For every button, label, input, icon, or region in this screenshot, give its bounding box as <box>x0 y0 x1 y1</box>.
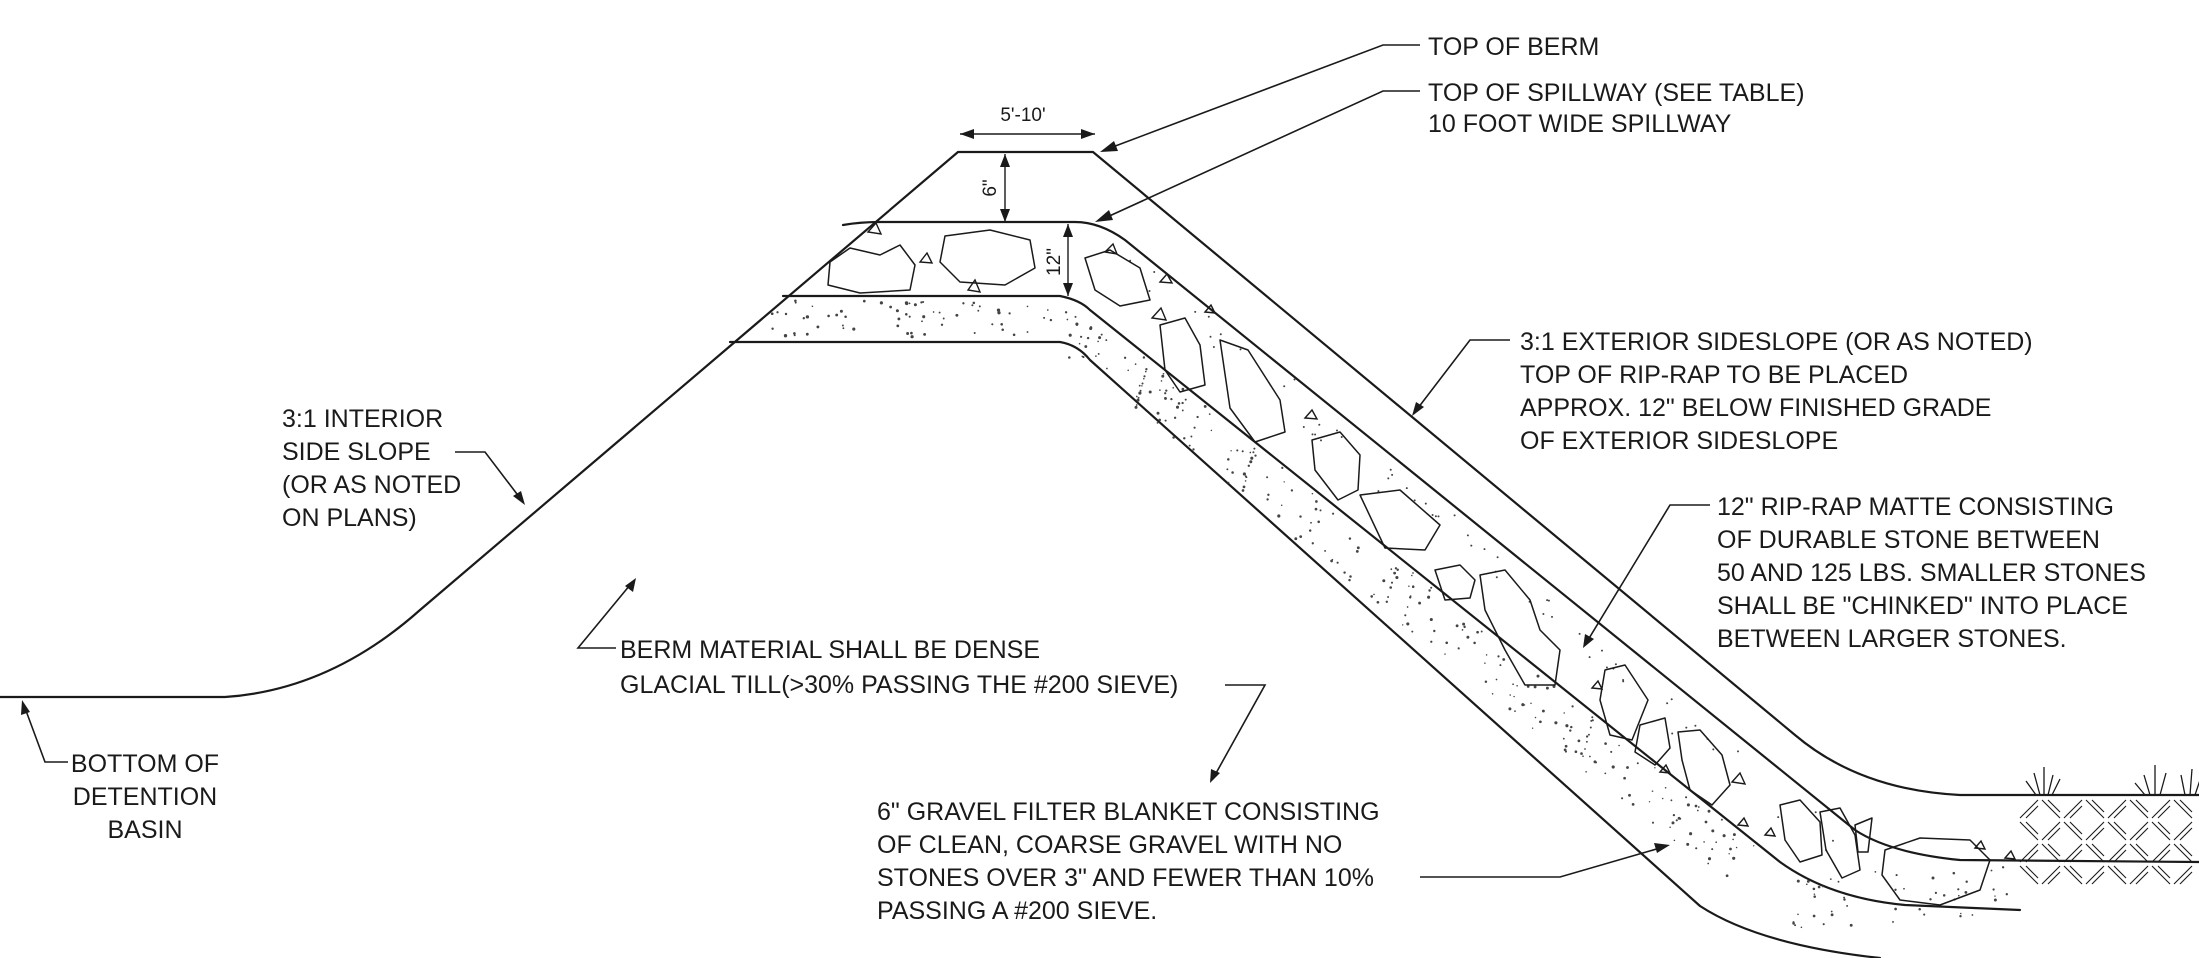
grass-tufts <box>2025 765 2199 796</box>
callout-line: BERM MATERIAL SHALL BE DENSE <box>620 636 1040 664</box>
callout-line: TOP OF BERM <box>1428 33 1599 61</box>
callout-exterior-slope: 3:1 EXTERIOR SIDESLOPE (OR AS NOTED) TOP… <box>1520 328 2033 455</box>
callout-interior-slope: 3:1 INTERIOR SIDE SLOPE (OR AS NOTED ON … <box>282 405 461 532</box>
callout-line: SHALL BE "CHINKED" INTO PLACE <box>1717 592 2128 620</box>
stone <box>1677 729 1731 806</box>
riprap-depth-label: 12" <box>1044 248 1065 276</box>
callout-line: 10 FOOT WIDE SPILLWAY <box>1428 110 1732 138</box>
callout-riprap-matte: 12" RIP-RAP MATTE CONSISTING OF DURABLE … <box>1717 493 2146 653</box>
callout-line: GLACIAL TILL(>30% PASSING THE #200 SIEVE… <box>620 671 1178 699</box>
callout-line: SIDE SLOPE <box>282 438 431 466</box>
riprap-chink-fragments <box>866 221 2017 860</box>
callout-line: TOP OF RIP-RAP TO BE PLACED <box>1520 361 1908 389</box>
callout-line: BOTTOM OF <box>71 750 219 778</box>
callout-line: 3:1 INTERIOR <box>282 405 443 433</box>
crest-width-label: 5'-10' <box>1000 105 1045 126</box>
stone <box>1779 799 1823 863</box>
stone <box>1634 717 1671 766</box>
callout-top-of-spillway: TOP OF SPILLWAY (SEE TABLE) 10 FOOT WIDE… <box>1428 79 1805 138</box>
berm-profile <box>0 150 2199 958</box>
callout-line: 12" RIP-RAP MATTE CONSISTING <box>1717 493 2114 521</box>
finished-grade-line <box>0 150 2199 797</box>
stone <box>1159 317 1206 393</box>
filter-bottom-line <box>728 340 1882 958</box>
callout-line: TOP OF SPILLWAY (SEE TABLE) <box>1428 79 1805 107</box>
stone <box>1084 249 1151 307</box>
callout-line: (OR AS NOTED <box>282 471 461 499</box>
stone <box>1599 664 1649 741</box>
callout-line: OF DURABLE STONE BETWEEN <box>1717 526 2100 554</box>
stone <box>1819 807 1861 879</box>
crest-width-dimension: 5'-10' <box>960 105 1095 139</box>
native-ground-hatch <box>2019 799 2193 885</box>
cap-depth-dimension: 6" <box>980 154 1010 222</box>
callout-line: OF EXTERIOR SIDESLOPE <box>1520 427 1838 455</box>
stone <box>1311 431 1361 501</box>
stone <box>827 244 916 294</box>
callout-line: ON PLANS) <box>282 504 417 532</box>
stone <box>1219 339 1286 443</box>
callout-line: 50 AND 125 LBS. SMALLER STONES <box>1717 559 2146 587</box>
gravel-filter-stipple <box>770 259 2008 929</box>
callout-line: BETWEEN LARGER STONES. <box>1717 625 2067 653</box>
callout-line: 6" GRAVEL FILTER BLANKET CONSISTING <box>877 798 1380 826</box>
filter-top-line <box>781 294 2022 912</box>
stone <box>1359 489 1441 551</box>
callout-top-of-berm: TOP OF BERM <box>1428 33 1599 61</box>
leaders <box>21 44 1710 878</box>
callout-line: BASIN <box>107 816 182 844</box>
stone <box>1854 817 1873 853</box>
stone <box>1479 569 1561 686</box>
callout-berm-material: BERM MATERIAL SHALL BE DENSE GLACIAL TIL… <box>620 636 1178 699</box>
stone <box>1434 564 1476 601</box>
riprap-top-line <box>841 220 2199 864</box>
callout-line: APPROX. 12" BELOW FINISHED GRADE <box>1520 394 1991 422</box>
callout-gravel-filter: 6" GRAVEL FILTER BLANKET CONSISTING OF C… <box>877 798 1380 925</box>
callout-line: PASSING A #200 SIEVE. <box>877 897 1157 925</box>
riprap-stones <box>827 229 1991 906</box>
callout-line: DETENTION <box>73 783 217 811</box>
stone <box>1881 837 1991 906</box>
cap-depth-label: 6" <box>980 179 1001 196</box>
stone <box>939 229 1036 286</box>
riprap-depth-dimension: 12" <box>1044 224 1073 296</box>
callout-basin-bottom: BOTTOM OF DETENTION BASIN <box>71 750 219 844</box>
callout-line: 3:1 EXTERIOR SIDESLOPE (OR AS NOTED) <box>1520 328 2033 356</box>
callout-line: OF CLEAN, COARSE GRAVEL WITH NO <box>877 831 1342 859</box>
callout-line: STONES OVER 3" AND FEWER THAN 10% <box>877 864 1374 892</box>
